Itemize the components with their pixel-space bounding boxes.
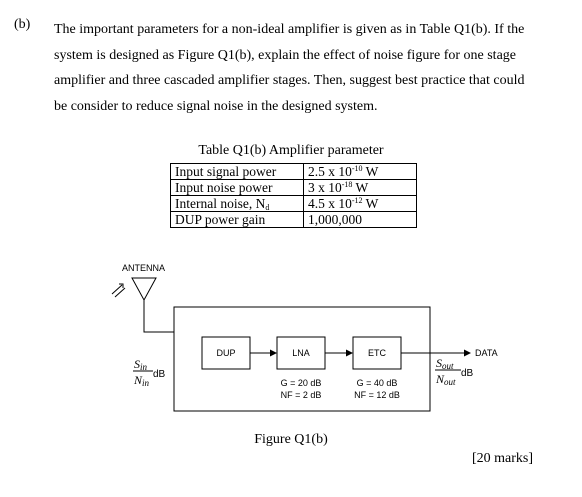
svg-text:Sout: Sout <box>436 356 454 371</box>
param-name: Input noise power <box>170 179 304 196</box>
output-snr: Sout Nout <box>435 356 461 387</box>
figure-caption: Figure Q1(b) <box>254 432 328 447</box>
data-label: DATA <box>475 348 498 358</box>
svg-text:Nin: Nin <box>133 373 150 388</box>
svg-text:Nout: Nout <box>435 372 456 387</box>
lna-gain: G = 20 dB <box>281 378 322 388</box>
marks-label: [20 marks] <box>472 451 534 466</box>
radio-wave-icon <box>111 283 126 298</box>
antenna-icon <box>131 277 157 310</box>
table-row: Input noise power 3 x 10-18 W <box>170 179 417 196</box>
table-row: DUP power gain 1,000,000 <box>170 211 417 228</box>
question-text: The important parameters for a non-ideal… <box>54 17 554 119</box>
question-label: (b) <box>14 17 31 32</box>
table-caption: Table Q1(b) Amplifier parameter <box>198 143 384 158</box>
question-line: The important parameters for a non-ideal… <box>54 22 525 37</box>
block-label: ETC <box>368 348 387 358</box>
param-name: Input signal power <box>170 163 304 180</box>
output-snr-unit: dB <box>461 368 474 379</box>
input-snr: Sin Nin <box>133 357 153 388</box>
antenna-feed-line <box>143 310 174 333</box>
system-boundary <box>173 306 431 412</box>
etc-noise-figure: NF = 12 dB <box>354 390 400 400</box>
antenna-label: ANTENNA <box>122 263 165 273</box>
lna-noise-figure: NF = 2 dB <box>281 390 322 400</box>
question-line: amplifier and three cascaded amplifier s… <box>54 73 525 88</box>
block-label: DUP <box>216 348 235 358</box>
param-name: DUP power gain <box>170 211 304 228</box>
question-line: be consider to reduce signal noise in th… <box>54 98 378 114</box>
svg-text:Sin: Sin <box>134 357 148 372</box>
block-label: LNA <box>292 348 310 358</box>
etc-gain: G = 40 dB <box>357 378 398 388</box>
param-value: 1,000,000 <box>303 211 417 228</box>
input-snr-unit: dB <box>153 369 166 380</box>
table-row: Input signal power 2.5 x 10-10 W <box>170 163 417 180</box>
param-value: 4.5 x 10-12 W <box>303 195 417 212</box>
question-line: system is designed as Figure Q1(b), expl… <box>54 47 516 63</box>
parameter-table: Input signal power 2.5 x 10-10 W Input n… <box>170 163 417 228</box>
